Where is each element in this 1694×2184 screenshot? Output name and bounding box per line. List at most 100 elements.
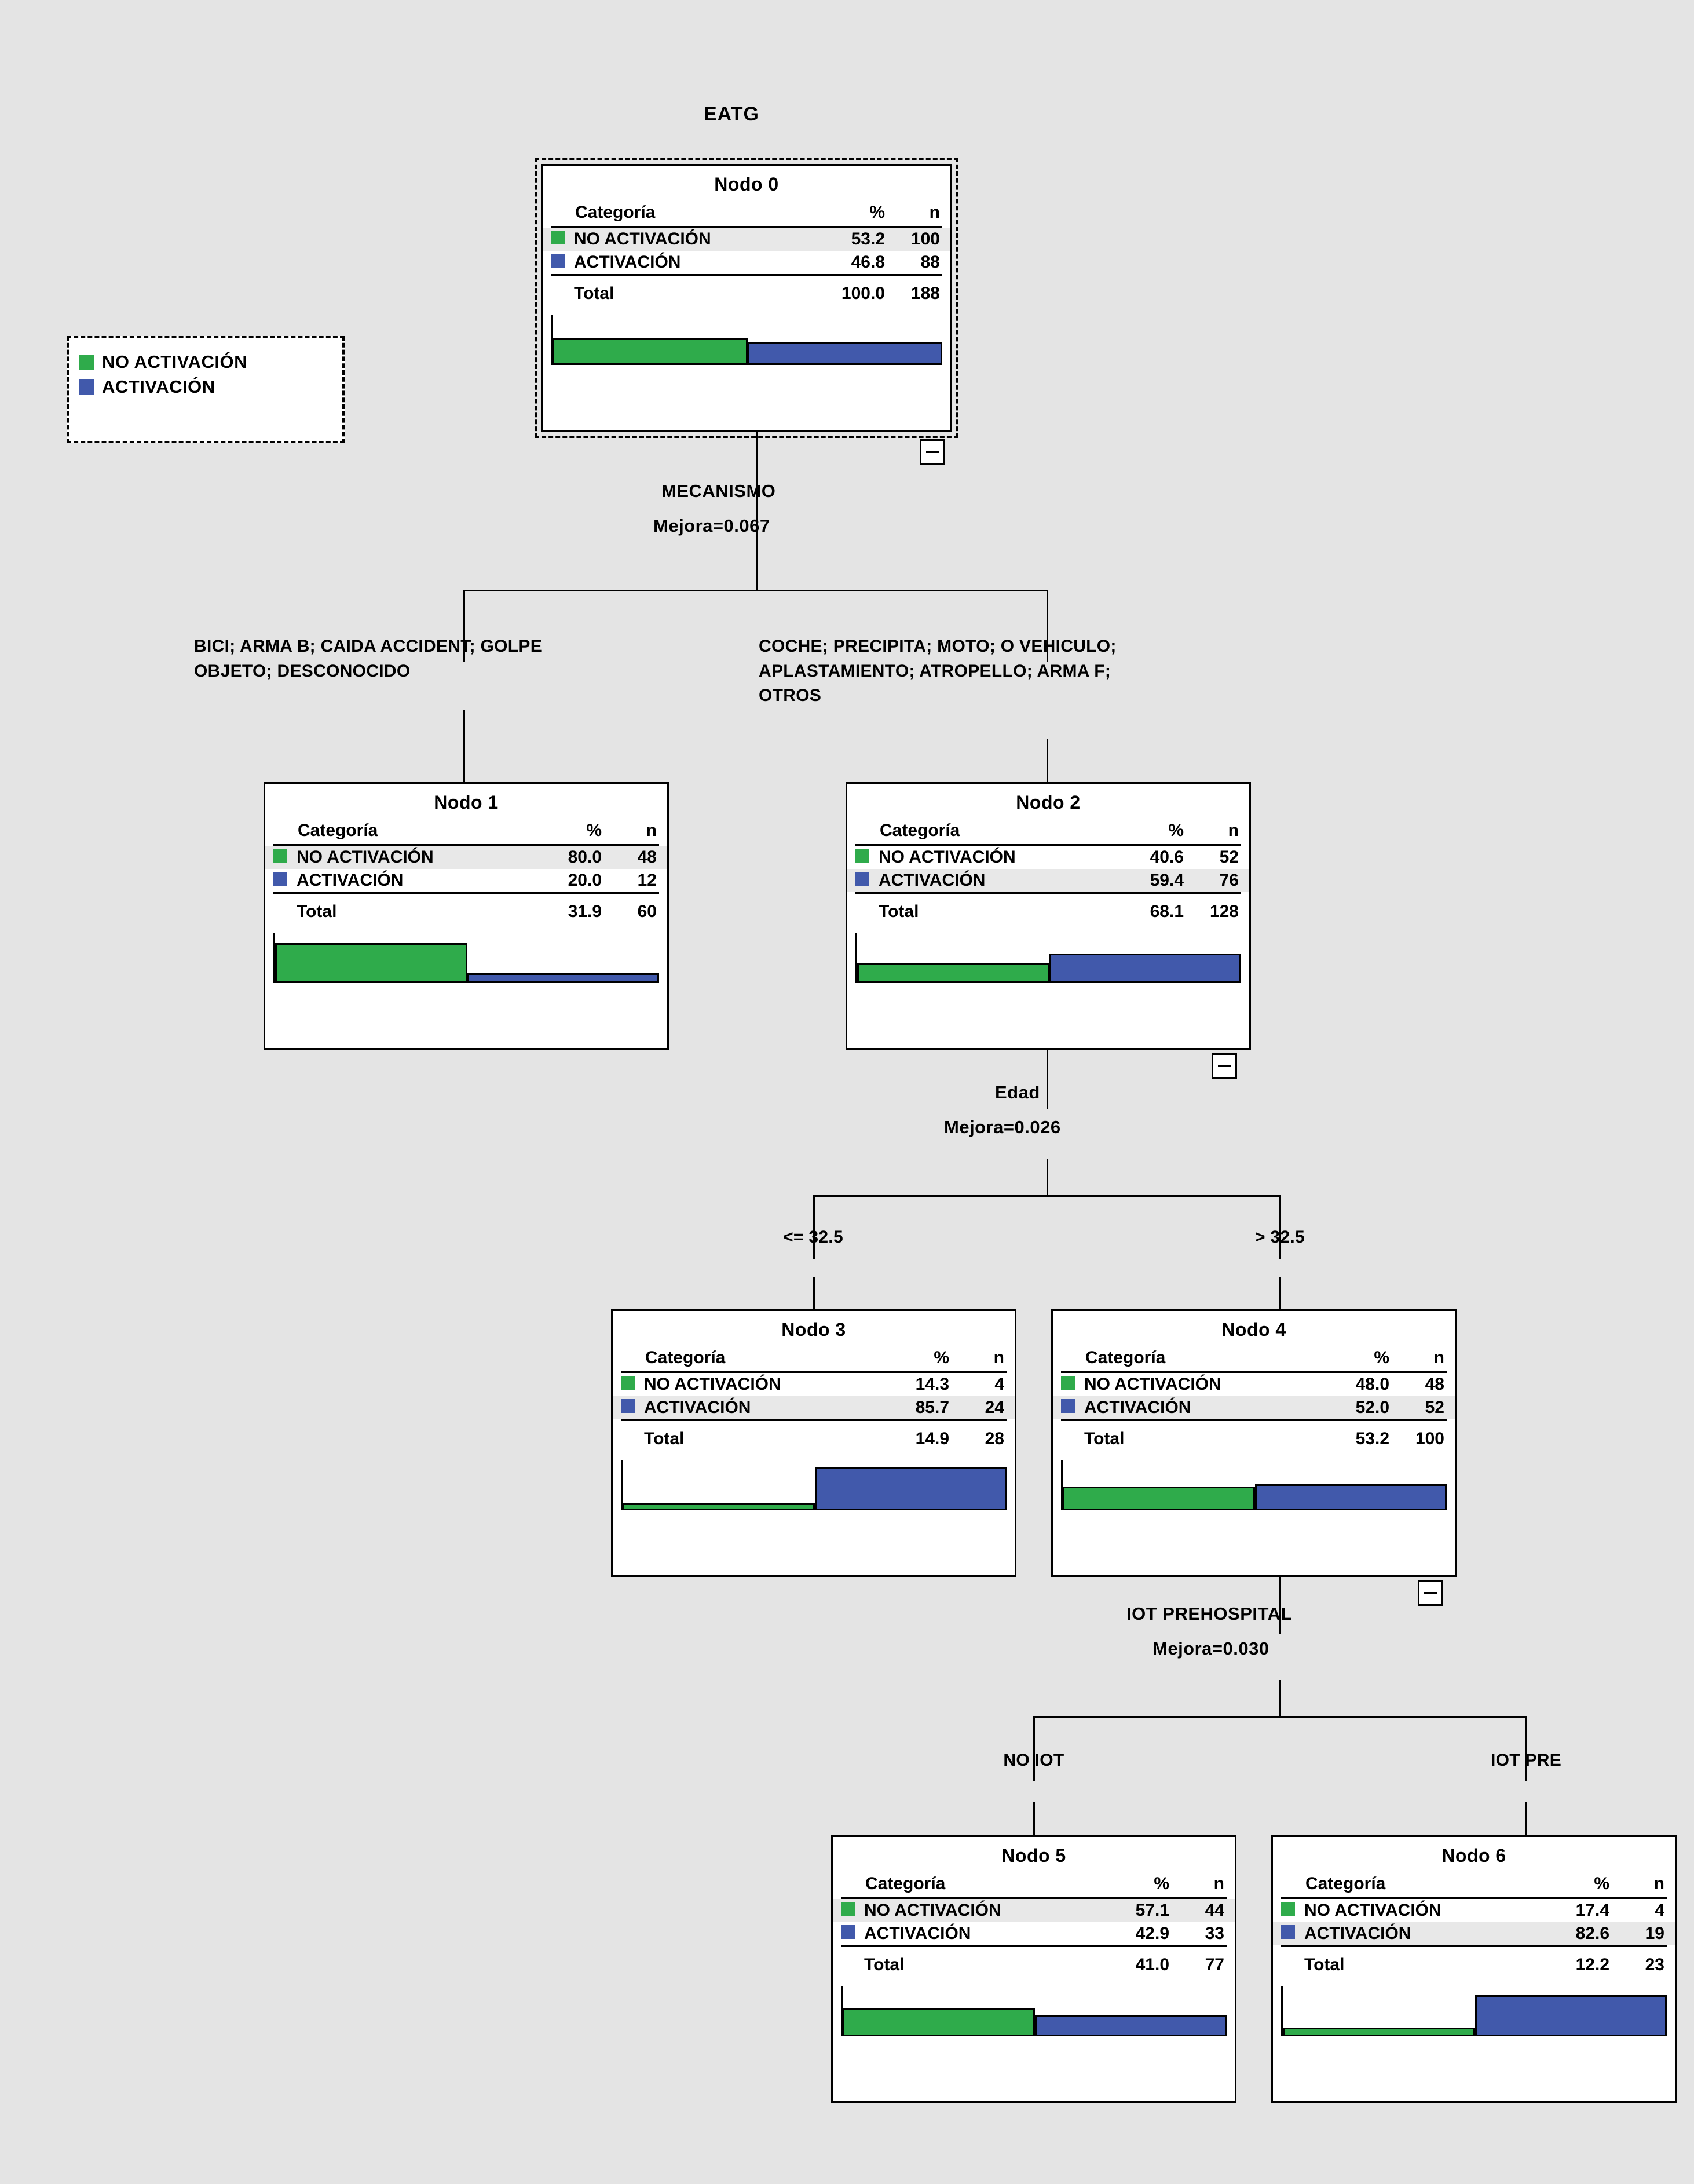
connector-split1-right-leg: [1047, 590, 1048, 662]
connector-split3-bar: [1033, 1716, 1527, 1718]
bar-no-activacion: [1283, 2028, 1475, 2036]
table-row: NO ACTIVACIÓN 48.0 48: [1053, 1373, 1455, 1396]
blue-swatch: [621, 1399, 635, 1413]
table-row: ACTIVACIÓN 52.0 52: [1053, 1396, 1455, 1419]
bar-axis: [273, 933, 275, 983]
header-n: n: [1433, 1348, 1444, 1367]
table-row: NO ACTIVACIÓN 17.4 4: [1273, 1899, 1675, 1922]
tree-node-1[interactable]: Nodo 1 Categoría % n NO ACTIVACIÓN 80.0 …: [264, 782, 669, 1050]
header-categoria: Categoría: [880, 821, 960, 840]
table-header-row: Categoría % n: [1053, 1346, 1455, 1371]
green-swatch: [1281, 1902, 1295, 1916]
header-percent: %: [1154, 1874, 1169, 1893]
node-title: Nodo 3: [781, 1319, 846, 1340]
table-header-row: Categoría % n: [543, 201, 950, 226]
green-swatch: [551, 231, 565, 244]
row-percent: 85.7: [915, 1398, 949, 1417]
collapse-button-node0[interactable]: [920, 439, 945, 465]
total-swatch-spacer: [543, 276, 574, 309]
table-rule-top: [621, 1371, 1007, 1373]
tree-node-5[interactable]: Nodo 5 Categoría % n NO ACTIVACIÓN 57.1 …: [831, 1835, 1236, 2103]
total-percent: 100.0: [841, 284, 885, 303]
collapse-button-node4[interactable]: [1418, 1580, 1443, 1606]
header-percent: %: [869, 203, 885, 222]
connector-split1-left-leg: [463, 590, 465, 662]
node-stats-table: Categoría % n: [847, 819, 1249, 844]
total-percent: 68.1: [1150, 902, 1184, 921]
table-header-row: Categoría % n: [833, 1872, 1235, 1897]
total-n: 23: [1645, 1955, 1664, 1974]
total-label: Total: [574, 284, 614, 303]
row-n: 48: [637, 848, 657, 867]
row-percent: 82.6: [1575, 1924, 1609, 1943]
connector-to-node5: [1033, 1802, 1035, 1835]
header-swatch-spacer: [613, 1346, 644, 1371]
tree-node-0[interactable]: Nodo 0 Categoría % n NO ACTIVACIÓN 53.2 …: [535, 158, 958, 438]
row-percent: 42.9: [1135, 1924, 1169, 1943]
total-label: Total: [864, 1955, 905, 1974]
blue-swatch: [1061, 1399, 1075, 1413]
table-row: ACTIVACIÓN 85.7 24: [613, 1396, 1015, 1419]
row-n: 24: [985, 1398, 1004, 1417]
table-row: ACTIVACIÓN 20.0 12: [265, 869, 667, 892]
total-label: Total: [297, 902, 337, 921]
row-category: NO ACTIVACIÓN: [864, 1901, 1001, 1920]
connector-split3-left-leg: [1033, 1716, 1035, 1781]
table-row: NO ACTIVACIÓN 57.1 44: [833, 1899, 1235, 1922]
bar-no-activacion: [553, 338, 748, 365]
bar-no-activacion: [843, 2007, 1035, 2036]
tree-node-2[interactable]: Nodo 2 Categoría % n NO ACTIVACIÓN 40.6 …: [846, 782, 1251, 1050]
node-bar-chart: [621, 1460, 1007, 1510]
tree-node-4[interactable]: Nodo 4 Categoría % n NO ACTIVACIÓN 48.0 …: [1051, 1309, 1457, 1577]
header-n: n: [929, 203, 940, 222]
table-row: ACTIVACIÓN 59.4 76: [847, 869, 1249, 892]
node-total-table: Total 14.9 28: [613, 1421, 1015, 1455]
branch-label-line: OTROS: [759, 686, 822, 706]
row-n: 4: [994, 1375, 1004, 1394]
header-swatch-spacer: [833, 1872, 864, 1897]
bar-no-activacion: [1063, 1486, 1255, 1510]
node-bar-chart: [841, 1986, 1227, 2036]
row-percent: 46.8: [851, 253, 885, 272]
row-category: ACTIVACIÓN: [297, 871, 404, 890]
row-swatch-cell: [1053, 1396, 1084, 1419]
table-row-total: Total 53.2 100: [1053, 1421, 1455, 1455]
row-n: 19: [1645, 1924, 1664, 1943]
header-percent: %: [934, 1348, 949, 1367]
green-swatch: [273, 849, 287, 863]
node-title: Nodo 2: [1016, 792, 1081, 813]
row-percent: 80.0: [568, 848, 602, 867]
bar-activacion: [814, 1467, 1007, 1510]
branch-label-line: OBJETO; DESCONOCIDO: [194, 661, 411, 681]
node-stats-table: Categoría % n: [613, 1346, 1015, 1371]
row-swatch-cell: [847, 846, 879, 869]
node-total-table: Total 100.0 188: [543, 276, 950, 309]
node-total-table: Total 53.2 100: [1053, 1421, 1455, 1455]
row-category: ACTIVACIÓN: [574, 253, 681, 272]
total-percent: 53.2: [1355, 1429, 1389, 1448]
node-category-rows: NO ACTIVACIÓN 14.3 4 ACTIVACIÓN 85.7 24: [613, 1373, 1015, 1419]
node-total-table: Total 41.0 77: [833, 1947, 1235, 1981]
collapse-button-node2[interactable]: [1212, 1053, 1237, 1079]
branch-label-line: APLASTAMIENTO; ATROPELLO; ARMA F;: [759, 661, 1111, 681]
total-swatch-spacer: [1053, 1421, 1084, 1455]
header-categoria: Categoría: [645, 1348, 726, 1367]
bar-axis: [841, 1986, 843, 2036]
table-row-total: Total 12.2 23: [1273, 1947, 1675, 1981]
node-bar-chart: [273, 933, 659, 983]
connector-split2-down: [1047, 1159, 1048, 1196]
header-percent: %: [586, 821, 602, 840]
row-category: ACTIVACIÓN: [644, 1398, 751, 1417]
row-category: NO ACTIVACIÓN: [879, 848, 1016, 867]
tree-node-3[interactable]: Nodo 3 Categoría % n NO ACTIVACIÓN 14.3 …: [611, 1309, 1016, 1577]
total-n: 28: [985, 1429, 1004, 1448]
header-swatch-spacer: [1273, 1872, 1304, 1897]
node-category-rows: NO ACTIVACIÓN 80.0 48 ACTIVACIÓN 20.0 12: [265, 846, 667, 892]
node-stats-table: Categoría % n: [1053, 1346, 1455, 1371]
tree-node-6[interactable]: Nodo 6 Categoría % n NO ACTIVACIÓN 17.4 …: [1271, 1835, 1677, 2103]
bar-series: [857, 933, 1241, 983]
total-swatch-spacer: [1273, 1947, 1304, 1981]
connector-to-node2: [1047, 739, 1048, 782]
connector-to-node1: [463, 710, 465, 782]
green-swatch: [79, 355, 94, 370]
